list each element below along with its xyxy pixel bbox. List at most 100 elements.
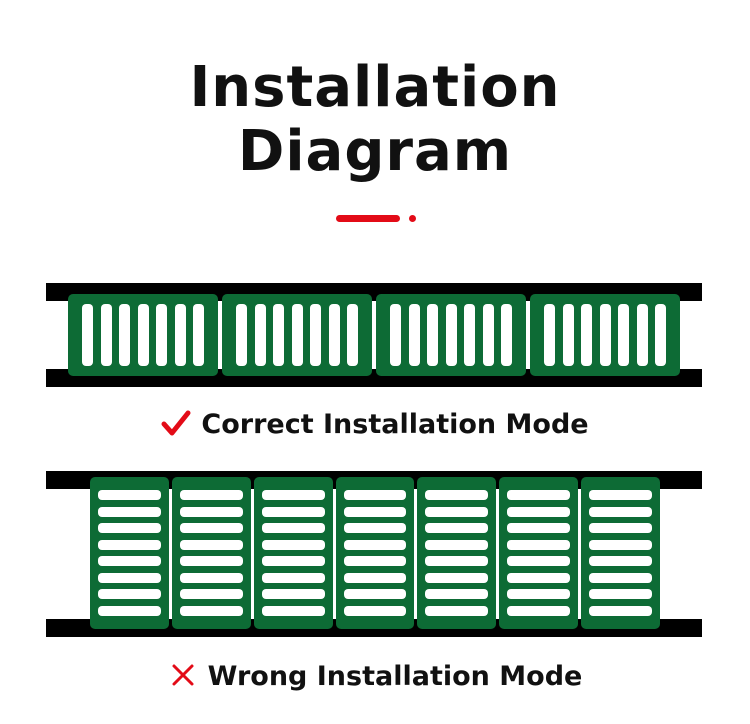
- panel-slot: [482, 304, 494, 366]
- panel-slot: [98, 490, 161, 500]
- correct-label: Correct Installation Mode: [201, 409, 589, 440]
- panel-slot: [507, 506, 571, 517]
- panel-slot: [589, 589, 652, 600]
- panel-slot: [507, 490, 571, 500]
- panel-slot: [425, 556, 489, 567]
- panel-slot: [347, 304, 358, 366]
- panel-slot: [507, 539, 571, 550]
- wrong-panel: [581, 477, 660, 629]
- panel-slot: [261, 589, 325, 600]
- panel-slot: [261, 572, 325, 583]
- panel-slot: [179, 490, 243, 500]
- panel-slot: [390, 304, 401, 366]
- panel-slot: [98, 506, 161, 517]
- wrong-panel: [335, 477, 415, 629]
- panel-slot: [425, 539, 489, 550]
- panel-slot: [425, 506, 489, 517]
- panel-slot: [501, 304, 512, 366]
- panel-slot: [425, 589, 489, 600]
- panel-slot: [425, 523, 489, 534]
- wrong-caption: Wrong Installation Mode: [0, 660, 750, 694]
- panel-slot: [343, 556, 407, 567]
- panel-slot: [589, 539, 652, 550]
- panel-slot: [179, 523, 243, 534]
- panel-slot: [291, 304, 303, 366]
- panel-slot: [236, 304, 247, 366]
- panel-slot: [310, 304, 321, 366]
- panel-slot: [254, 304, 266, 366]
- wrong-panel: [499, 477, 579, 629]
- panel-slot: [98, 589, 161, 600]
- correct-caption: Correct Installation Mode: [0, 408, 750, 442]
- panel-slot: [589, 506, 652, 517]
- panel-slot: [425, 572, 489, 583]
- panel-slot: [343, 490, 407, 500]
- panel-slot: [119, 304, 130, 366]
- panel-slot: [343, 572, 407, 583]
- panel-slot: [589, 556, 652, 567]
- wrong-label: Wrong Installation Mode: [207, 661, 583, 692]
- panel-slot: [562, 304, 574, 366]
- panel-slot: [179, 606, 243, 616]
- title-accent-bar: [336, 215, 400, 222]
- correct-panel: [222, 294, 372, 376]
- panel-slot: [261, 490, 325, 500]
- panel-slot: [445, 304, 457, 366]
- panel-slot: [343, 539, 407, 550]
- panel-slot: [98, 606, 161, 616]
- panel-slot: [343, 506, 407, 517]
- panel-slot: [427, 304, 438, 366]
- panel-slot: [464, 304, 475, 366]
- panel-slot: [507, 556, 571, 567]
- check-icon: [161, 410, 191, 436]
- panel-slot: [98, 572, 161, 583]
- panel-slot: [425, 490, 489, 500]
- panel-slot: [589, 606, 652, 616]
- correct-panel: [376, 294, 526, 376]
- title-line-1: Installation: [189, 55, 561, 120]
- correct-panel: [68, 294, 218, 376]
- title-accent-dot: [409, 215, 416, 222]
- title-line-2: Diagram: [237, 119, 513, 184]
- wrong-panel: [253, 477, 333, 629]
- panel-slot: [507, 606, 571, 616]
- panel-slot: [589, 490, 652, 500]
- panel-slot: [174, 304, 186, 366]
- panel-slot: [98, 523, 161, 534]
- wrong-panel: [90, 477, 169, 629]
- panel-slot: [589, 572, 652, 583]
- panel-slot: [343, 606, 407, 616]
- panel-slot: [581, 304, 592, 366]
- panel-slot: [618, 304, 629, 366]
- panel-slot: [82, 304, 93, 366]
- panel-slot: [408, 304, 420, 366]
- panel-slot: [507, 589, 571, 600]
- wrong-panel: [171, 477, 251, 629]
- panel-slot: [599, 304, 611, 366]
- panel-slot: [156, 304, 167, 366]
- panel-slot: [507, 523, 571, 534]
- panel-slot: [507, 572, 571, 583]
- wrong-panel: [417, 477, 497, 629]
- panel-slot: [261, 539, 325, 550]
- panel-slot: [425, 606, 489, 616]
- page-title: Installation Diagram: [0, 56, 750, 184]
- panel-slot: [261, 556, 325, 567]
- panel-slot: [328, 304, 340, 366]
- panel-slot: [273, 304, 284, 366]
- panel-slot: [179, 556, 243, 567]
- cross-icon: [172, 664, 194, 686]
- panel-slot: [137, 304, 149, 366]
- panel-slot: [261, 506, 325, 517]
- panel-slot: [655, 304, 666, 366]
- panel-slot: [179, 506, 243, 517]
- panel-slot: [100, 304, 112, 366]
- panel-slot: [179, 539, 243, 550]
- panel-slot: [179, 589, 243, 600]
- panel-slot: [343, 589, 407, 600]
- correct-panel: [530, 294, 680, 376]
- panel-slot: [261, 606, 325, 616]
- panel-slot: [544, 304, 555, 366]
- panel-slot: [193, 304, 204, 366]
- panel-slot: [589, 523, 652, 534]
